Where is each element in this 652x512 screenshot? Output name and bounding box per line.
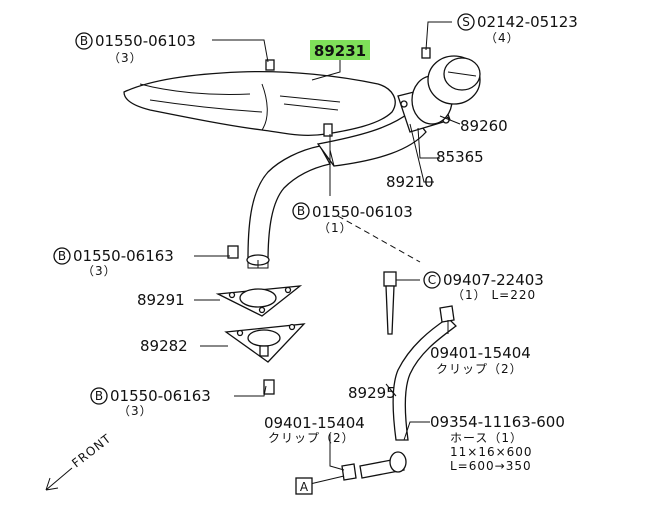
callout-hose-spec: 09354-11163-600 ホース（1） 11×16×600 L=600→3… bbox=[430, 413, 565, 473]
svg-text:01550-06163: 01550-06163 bbox=[110, 387, 211, 405]
fuel-cap-assembly bbox=[397, 55, 481, 133]
svg-text:（3）: （3） bbox=[82, 264, 117, 278]
label-89291: 89291 bbox=[137, 291, 185, 309]
svg-text:（4）: （4） bbox=[485, 31, 520, 45]
callout-b-bottom: B 01550-06163 （3） bbox=[90, 387, 211, 418]
svg-text:S: S bbox=[462, 15, 470, 29]
bolt-icon bbox=[227, 47, 431, 395]
svg-text:01550-06103: 01550-06103 bbox=[95, 32, 196, 50]
reference-box-a: A bbox=[295, 477, 313, 495]
svg-text:（3）: （3） bbox=[118, 404, 153, 418]
seal-plate-89291 bbox=[215, 285, 303, 317]
label-89295: 89295 bbox=[348, 384, 396, 402]
front-direction-indicator: FRONT bbox=[45, 431, 114, 491]
svg-text:89231: 89231 bbox=[314, 42, 366, 60]
svg-text:ホース（1）: ホース（1） bbox=[450, 431, 523, 445]
callout-clip-right: 09401-15404 クリップ（2） bbox=[430, 344, 531, 376]
svg-text:C: C bbox=[428, 273, 436, 287]
svg-text:L=600→350: L=600→350 bbox=[450, 459, 532, 473]
svg-text:B: B bbox=[297, 204, 305, 218]
clip-icon bbox=[341, 305, 455, 481]
svg-text:（1）: （1） bbox=[318, 221, 353, 235]
svg-text:09407-22403: 09407-22403 bbox=[443, 271, 544, 289]
callout-b-center: B 01550-06103 （1） bbox=[292, 202, 413, 235]
front-arrow-icon bbox=[45, 467, 73, 491]
label-89282: 89282 bbox=[140, 337, 188, 355]
svg-text:B: B bbox=[95, 389, 103, 403]
seal-plate-89282 bbox=[224, 323, 306, 363]
svg-text:クリップ（2）: クリップ（2） bbox=[436, 362, 523, 376]
svg-text:A: A bbox=[300, 480, 309, 494]
svg-text:クリップ（2）: クリップ（2） bbox=[268, 431, 355, 445]
leader-lines bbox=[194, 21, 461, 485]
filler-neck-pipe bbox=[246, 111, 427, 269]
callout-highlight-89231: 89231 bbox=[310, 40, 370, 60]
svg-text:（1） L=220: （1） L=220 bbox=[452, 288, 536, 302]
svg-text:FRONT: FRONT bbox=[69, 431, 114, 470]
hose-89295 bbox=[359, 317, 457, 479]
callout-c-clamp: C 09407-22403 （1） L=220 bbox=[423, 271, 544, 302]
svg-text:01550-06103: 01550-06103 bbox=[312, 203, 413, 221]
callout-b-mid-left: B 01550-06163 （3） bbox=[53, 247, 174, 278]
svg-text:01550-06163: 01550-06163 bbox=[73, 247, 174, 265]
callout-s-top-right: S 02142-05123 （4） bbox=[457, 13, 578, 45]
label-89210: 89210 bbox=[386, 173, 434, 191]
svg-text:09401-15404: 09401-15404 bbox=[264, 414, 365, 432]
heat-shield bbox=[123, 70, 396, 136]
svg-text:（3）: （3） bbox=[108, 51, 143, 65]
svg-text:B: B bbox=[58, 249, 66, 263]
clamp-strap bbox=[383, 271, 397, 335]
svg-text:11×16×600: 11×16×600 bbox=[450, 445, 533, 459]
label-89260: 89260 bbox=[460, 117, 508, 135]
callout-b-top-left: B 01550-06103 （3） bbox=[75, 32, 196, 65]
svg-text:09401-15404: 09401-15404 bbox=[430, 344, 531, 362]
svg-text:02142-05123: 02142-05123 bbox=[477, 13, 578, 31]
label-85365: 85365 bbox=[436, 148, 484, 166]
svg-text:B: B bbox=[80, 34, 88, 48]
svg-text:09354-11163-600: 09354-11163-600 bbox=[430, 413, 565, 431]
callout-clip-bottom: 09401-15404 クリップ（2） bbox=[264, 414, 365, 445]
